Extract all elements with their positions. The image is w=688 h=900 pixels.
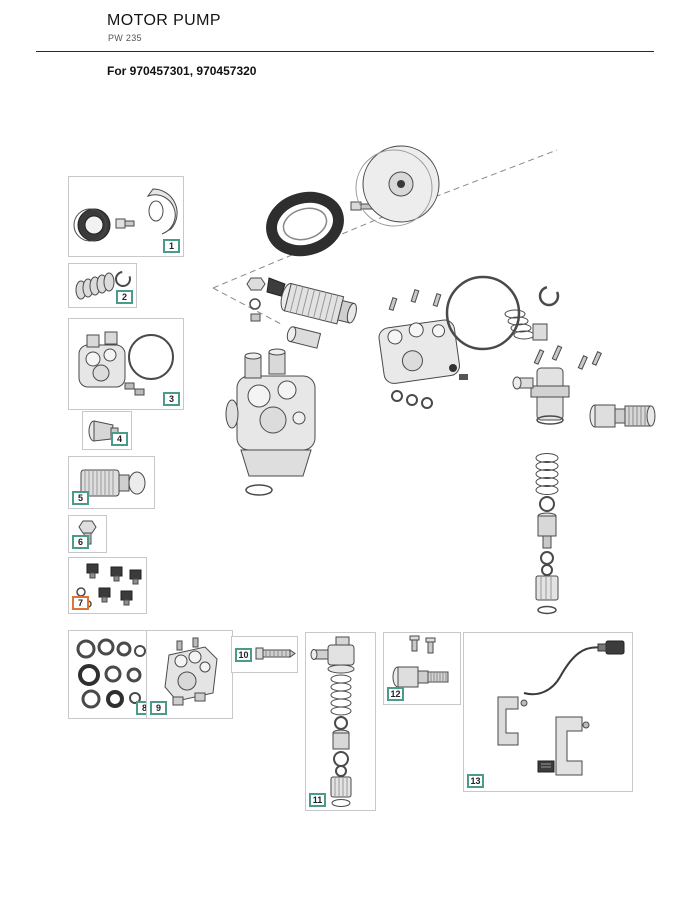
callout-badge-3: 3 bbox=[163, 392, 180, 406]
part-thumbnail-bearing-seal bbox=[73, 188, 178, 242]
callout-badge-9: 9 bbox=[150, 701, 167, 715]
guide-lines bbox=[212, 149, 558, 325]
spring-stack bbox=[504, 309, 535, 340]
part-thumbnail-handle-cable-kit bbox=[497, 640, 625, 776]
unloader-stack bbox=[535, 453, 559, 615]
part-thumbnail-screw bbox=[255, 647, 296, 660]
part-box-5: 5 bbox=[68, 456, 155, 509]
pump-manifold-right bbox=[378, 319, 460, 384]
manifold-rings bbox=[391, 390, 433, 409]
drive-ring bbox=[266, 191, 344, 257]
piston-cylinder bbox=[280, 283, 357, 325]
pump-crankcase-left bbox=[225, 348, 316, 496]
sleeve bbox=[286, 326, 322, 349]
part-box-11: 11 bbox=[305, 632, 376, 811]
retaining-clip bbox=[538, 285, 560, 307]
part-box-9: 9 bbox=[146, 630, 233, 719]
part-thumbnail-unloader-assembly bbox=[310, 636, 355, 807]
part-box-1: 1 bbox=[68, 176, 184, 257]
pulley-disc bbox=[355, 145, 440, 227]
part-box-3: 3 bbox=[68, 318, 184, 410]
callout-badge-12: 12 bbox=[387, 687, 404, 701]
page-title: MOTOR PUMP bbox=[107, 12, 221, 29]
valve-body-right bbox=[512, 345, 570, 425]
callout-badge-5: 5 bbox=[72, 491, 89, 505]
part-thumbnail-pump-head bbox=[78, 331, 174, 396]
callout-badge-13: 13 bbox=[467, 774, 484, 788]
small-dark-parts bbox=[449, 364, 468, 380]
part-box-4: 4 bbox=[82, 411, 132, 450]
callout-badge-6: 6 bbox=[72, 535, 89, 549]
header-divider bbox=[36, 51, 654, 52]
hex-bolt-washers bbox=[246, 277, 266, 322]
part-thumbnail-valve-kit bbox=[76, 563, 142, 608]
part-thumbnail-seal-kit bbox=[76, 638, 146, 709]
part-box-13: 13 bbox=[463, 632, 633, 792]
part-box-10: 10 bbox=[231, 636, 298, 673]
part-box-12: 12 bbox=[383, 632, 461, 705]
inlet-funnel bbox=[266, 277, 286, 297]
callout-badge-11: 11 bbox=[309, 793, 326, 807]
callout-badge-2: 2 bbox=[116, 290, 133, 304]
part-box-8: 8 bbox=[68, 630, 157, 719]
large-o-ring bbox=[445, 275, 521, 351]
manifold-screws bbox=[388, 289, 442, 311]
callout-badge-7: 7 bbox=[72, 596, 89, 610]
part-thumbnail-threaded-plug bbox=[80, 469, 146, 497]
applicability-text: For 970457301, 970457320 bbox=[107, 64, 257, 78]
part-box-2: 2 bbox=[68, 263, 137, 308]
part-box-6: 6 bbox=[68, 515, 107, 553]
part-thumbnail-outlet-connector bbox=[392, 635, 449, 688]
part-box-7: 7 bbox=[68, 557, 147, 614]
model-number: PW 235 bbox=[108, 33, 142, 43]
callout-badge-4: 4 bbox=[111, 432, 128, 446]
outlet-fitting bbox=[577, 351, 656, 428]
spring-guide bbox=[532, 323, 548, 341]
exploded-view-diagram bbox=[212, 145, 656, 615]
part-thumbnail-spring-clip bbox=[75, 271, 131, 300]
callout-badge-10: 10 bbox=[235, 647, 252, 662]
part-thumbnail-manifold bbox=[164, 637, 218, 706]
callout-badge-1: 1 bbox=[163, 239, 180, 253]
